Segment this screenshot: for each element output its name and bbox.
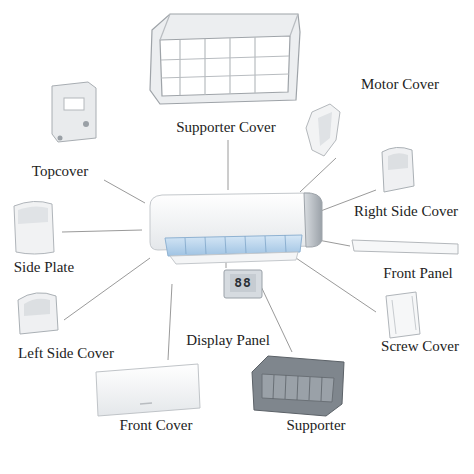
part-name: Right Side Cover bbox=[354, 202, 458, 220]
part-name: Topcover bbox=[32, 162, 88, 180]
part-name: Supporter Cover bbox=[176, 118, 276, 136]
supporter-cover-part bbox=[150, 14, 300, 104]
supporter-part bbox=[252, 356, 344, 416]
front-panel-part bbox=[352, 240, 458, 254]
air-conditioner-unit bbox=[150, 193, 322, 264]
part-name: Supporter bbox=[286, 416, 345, 434]
part-name: Left Side Cover bbox=[18, 344, 114, 362]
screw-cover-part bbox=[386, 292, 420, 338]
display-digits: 88 bbox=[234, 274, 252, 292]
side-plate-part bbox=[14, 201, 54, 254]
leader-lines bbox=[62, 140, 376, 360]
part-name: Screw Cover bbox=[381, 337, 459, 355]
part-name: Display Panel bbox=[186, 331, 270, 349]
part-name: Front Panel bbox=[383, 264, 453, 282]
part-name: Front Cover bbox=[120, 416, 193, 434]
topcover-part bbox=[52, 82, 96, 142]
part-name: Side Plate bbox=[14, 258, 74, 276]
left-side-cover-part bbox=[18, 293, 58, 334]
front-cover-part bbox=[96, 364, 200, 416]
display-panel-part bbox=[224, 270, 262, 298]
part-name: Motor Cover bbox=[361, 75, 439, 93]
motor-cover-part bbox=[306, 104, 340, 156]
right-side-cover-part bbox=[382, 147, 414, 192]
